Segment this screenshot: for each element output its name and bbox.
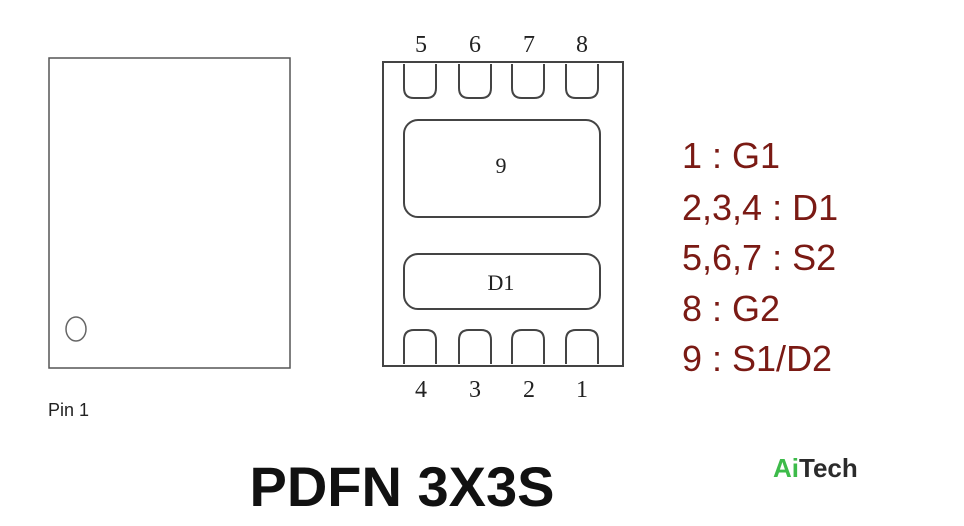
package-title: PDFN 3X3S: [250, 455, 555, 518]
pad-d1: [403, 253, 601, 310]
pin-number-top: 6: [469, 32, 481, 58]
legend-item: 9 : S1/D2: [682, 338, 832, 379]
pin1-label: Pin 1: [48, 400, 89, 420]
pin1-marker: [65, 316, 87, 342]
pin-number-top: 5: [415, 32, 427, 58]
bottom-pad-4: [403, 329, 437, 364]
top-view-package: Pin 1: [48, 57, 291, 420]
brand-logo-part2: Tech: [799, 453, 858, 483]
top-pad-5: [403, 64, 437, 99]
pin-number-bottom: 2: [523, 377, 535, 403]
pin-number-top: 8: [576, 32, 588, 58]
bottom-pad-2: [511, 329, 545, 364]
legend-item: 5,6,7 : S2: [682, 237, 836, 278]
bottom-pad-1: [565, 329, 599, 364]
pad-9-label: 9: [496, 153, 507, 178]
top-pad-8: [565, 64, 599, 99]
top-pad-7: [511, 64, 545, 99]
pad-9: [403, 119, 601, 218]
pin-number-bottom: 3: [469, 377, 481, 403]
bottom-view-body: [382, 61, 624, 367]
top-view-body: [48, 57, 291, 369]
brand-logo-part1: Ai: [773, 453, 799, 483]
legend-item: 8 : G2: [682, 288, 780, 329]
pin-number-top: 7: [523, 32, 535, 58]
top-pad-6: [458, 64, 492, 99]
brand-logo: AiTech: [773, 453, 858, 483]
bottom-view-package: 9 D1 5 6 7 8 4 3 2 1: [382, 32, 624, 403]
pin-number-bottom: 1: [576, 377, 588, 403]
legend-item: 2,3,4 : D1: [682, 187, 838, 228]
pin-number-bottom: 4: [415, 377, 427, 403]
legend-item: 1 : G1: [682, 135, 780, 176]
bottom-pad-3: [458, 329, 492, 364]
pad-d1-label: D1: [488, 270, 515, 295]
pin-legend: 1 : G1 2,3,4 : D1 5,6,7 : S2 8 : G2 9 : …: [682, 135, 838, 379]
